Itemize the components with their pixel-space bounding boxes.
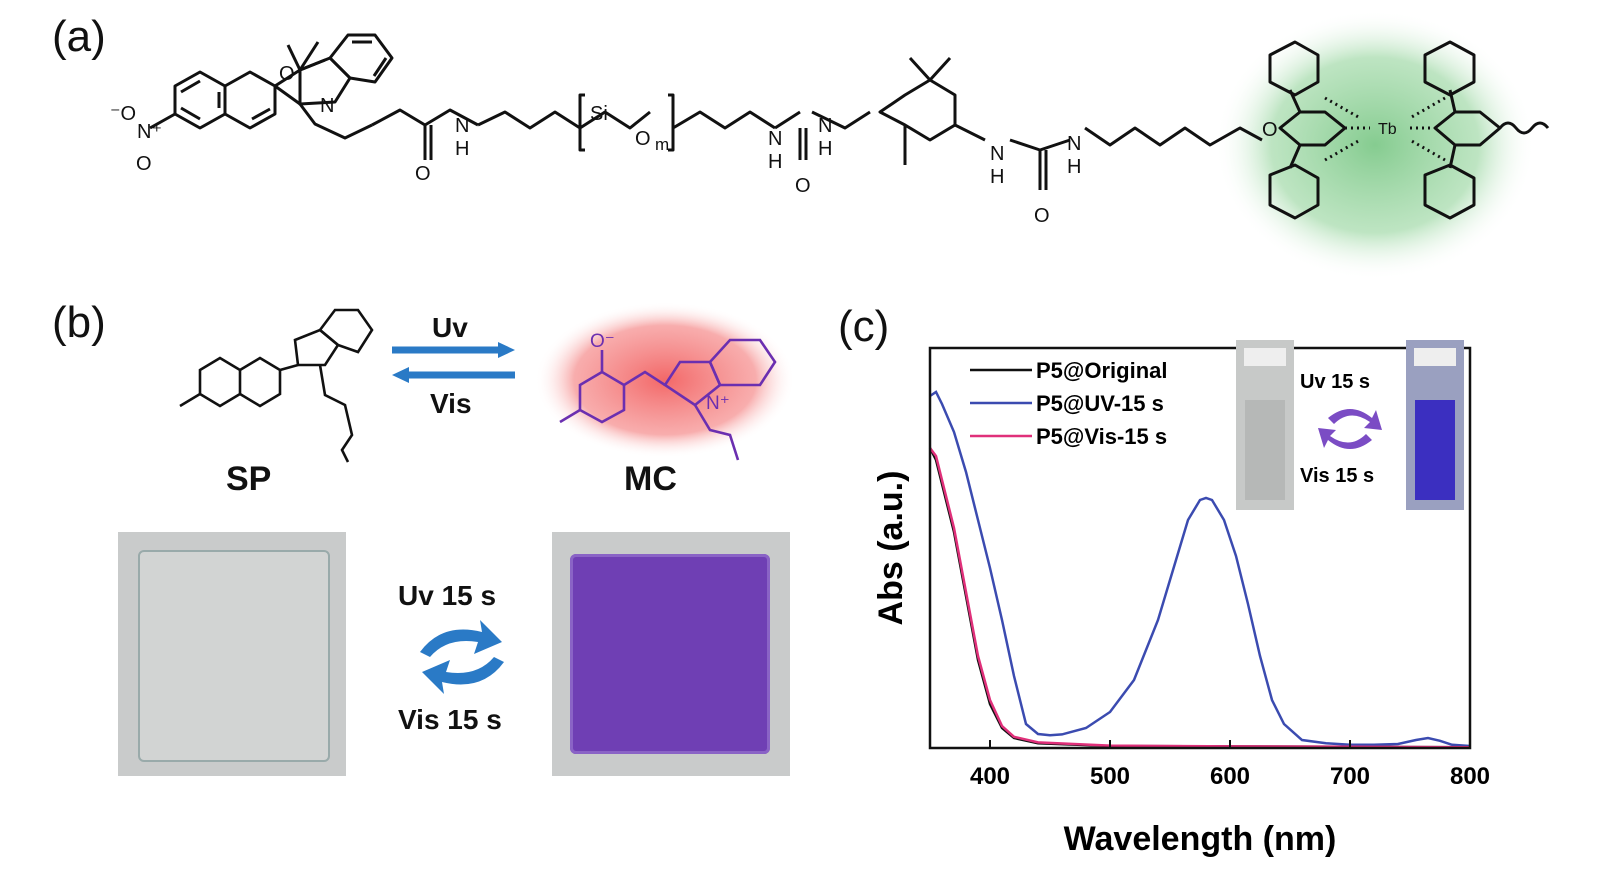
atom-nitro-o-minus: ⁻O: [110, 103, 136, 125]
panel-label-c: (c): [838, 302, 890, 351]
atom-nitro-o: O: [136, 153, 152, 175]
atom-tb: Tb: [1378, 121, 1397, 138]
panel-label-a: (a): [52, 12, 106, 61]
panel-label-b: (b): [52, 298, 106, 347]
sp-nitro-label: [138, 373, 198, 393]
mc-o-minus-label: O⁻: [590, 331, 615, 352]
x-tick-label: 500: [1090, 763, 1130, 790]
atom-urea2-o: O: [1034, 205, 1050, 227]
atom-urea1-h1: H: [768, 151, 782, 173]
inset-photos: Uv 15 s Vis 15 s: [1236, 340, 1464, 510]
legend-label-1: P5@UV-15 s: [1036, 391, 1164, 416]
equilibrium-arrows: [392, 342, 515, 383]
inset-cycle-arrow-bottom-icon: [1318, 428, 1372, 449]
reverse-label-vis: Vis: [430, 388, 472, 419]
film-cycle-arrows-icon: [420, 620, 504, 694]
film-forward-label: Uv 15 s: [398, 580, 497, 611]
structure-a: ⁻O N⁺ O O N O N H Si O m N H O N H N H O…: [110, 10, 1550, 280]
legend-label-0: P5@Original: [1036, 358, 1167, 383]
atom-urea1-n2: N: [818, 115, 832, 137]
atom-urea2-h1: H: [990, 166, 1004, 188]
atom-urea1-n1: N: [768, 128, 782, 150]
mc-n-plus-label: N⁺: [706, 393, 730, 414]
sp-label: SP: [226, 460, 272, 498]
film-reverse-label: Vis 15 s: [398, 704, 502, 735]
tb-complex-glow: [1215, 10, 1535, 280]
atom-urea1-o: O: [795, 175, 811, 197]
series-line-1: [929, 390, 1471, 748]
series-line-0: [928, 447, 1471, 749]
atom-urea2-n2: N: [1067, 133, 1081, 155]
wavy-chain-end: [1498, 121, 1550, 135]
atom-carbamate-nh: N: [455, 115, 469, 137]
atom-si-o: O: [635, 128, 651, 150]
mc-structure: [559, 338, 777, 461]
pyridine-ring-top-right: [1423, 40, 1476, 97]
film-photo-original: [118, 532, 346, 776]
pyridine-ring-top-left: [1268, 40, 1320, 97]
scheme-b-structures: [179, 302, 795, 463]
plot-frame: [928, 346, 1472, 750]
absorbance-chart: 400 500 600 700 800 Wavelength (nm) Abs (a.u…: [872, 340, 1490, 858]
inset-forward-label: Uv 15 s: [1300, 371, 1370, 393]
film-photo-uv: [552, 532, 790, 776]
x-tick-label: 700: [1330, 763, 1370, 790]
atom-urea1-h2: H: [818, 138, 832, 160]
x-tick-label: 400: [970, 763, 1010, 790]
series-line-2: [929, 447, 1471, 749]
mc-label: MC: [624, 460, 677, 498]
x-tick-label: 800: [1450, 763, 1490, 790]
atom-nitro-n-plus: N⁺: [137, 121, 162, 143]
atom-carbonyl-o: O: [415, 163, 431, 185]
atom-urea2-n1: N: [990, 143, 1004, 165]
subscript-m: m: [655, 135, 669, 154]
y-axis-label: Abs (a.u.): [872, 471, 910, 626]
atom-ring-n: N: [320, 95, 334, 117]
sp-structure: [179, 308, 374, 463]
forward-label-uv: Uv: [432, 312, 468, 343]
inset-cycle-arrow-top-icon: [1328, 409, 1382, 430]
atom-urea2-h2: H: [1067, 156, 1081, 178]
atom-ring-o: O: [279, 63, 295, 85]
inset-reverse-label: Vis 15 s: [1300, 465, 1374, 487]
x-tick-label: 600: [1210, 763, 1250, 790]
atom-ether-o: O: [1262, 119, 1278, 141]
atom-si: Si: [590, 103, 608, 125]
pyridine-ring-bottom-left: [1268, 163, 1320, 220]
atom-carbamate-h: H: [455, 138, 469, 160]
x-axis-label: Wavelength (nm): [1064, 820, 1337, 858]
pyridine-ring-bottom-right: [1423, 163, 1476, 220]
mc-glow: [535, 302, 795, 458]
legend-label-2: P5@Vis-15 s: [1036, 424, 1167, 449]
